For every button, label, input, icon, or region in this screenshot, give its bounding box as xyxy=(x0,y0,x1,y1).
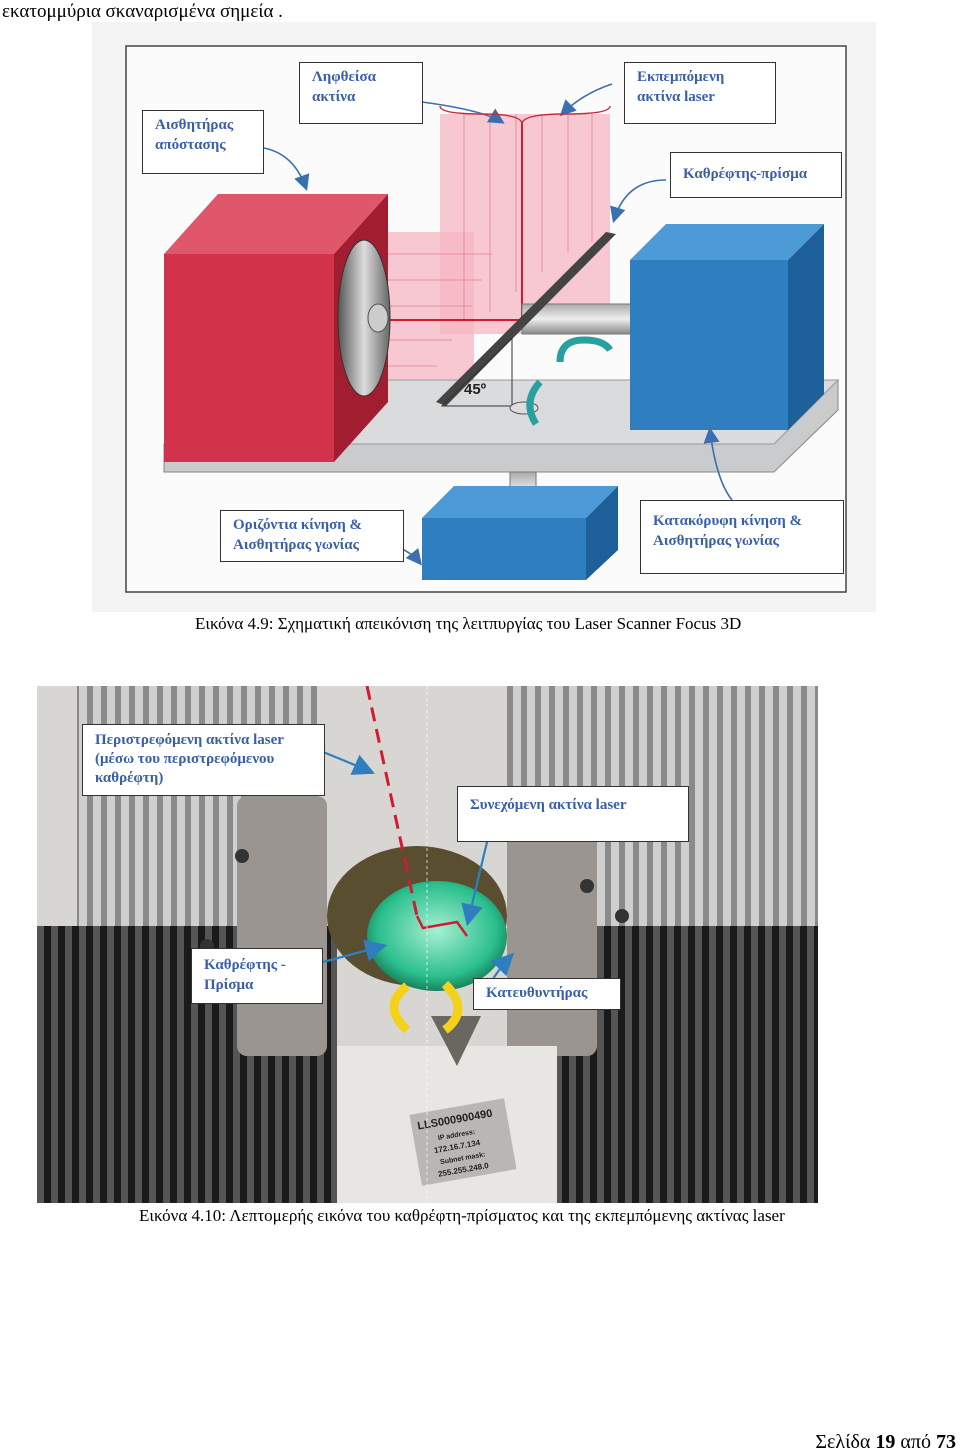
label-line: Περιστρεφόμενη ακτίνα laser xyxy=(95,732,284,748)
angle-label: 45º xyxy=(464,381,487,398)
label-line: Αισθητήρας γωνίας xyxy=(233,537,359,553)
label-line: απόστασης xyxy=(155,137,226,153)
label-line: Κατευθυντήρας xyxy=(486,985,588,1001)
rotation-arrow-lower xyxy=(526,379,543,426)
diagram-svg: 45º xyxy=(125,45,847,593)
page-footer: Σελίδα 19 από 73 xyxy=(815,1430,956,1454)
label-emitted-beam: Εκπεμπόμενη ακτίνα laser xyxy=(624,62,776,124)
director-cone xyxy=(431,1016,481,1066)
continuous-laser-beam xyxy=(415,915,469,937)
figure-4-9-diagram: 45º Αισθητήρ xyxy=(92,22,876,612)
label-line: Καθρέφτης-πρίσμα xyxy=(683,166,808,182)
blue-box-lower xyxy=(422,486,618,580)
label-continuous-laser-beam: Συνεχόμενη ακτίνα laser xyxy=(457,786,689,842)
label-line: Αισθητήρας xyxy=(155,117,234,133)
label-line: (μέσω του περιστρεφόμενου xyxy=(95,751,275,767)
label-mirror-prism: Καθρέφτης - Πρίσμα xyxy=(191,948,323,1004)
top-text-line: εκατομμύρια σκαναρισμένα σημεία . xyxy=(2,1,283,22)
label-rotating-laser-beam: Περιστρεφόμενη ακτίνα laser (μέσω του πε… xyxy=(82,724,325,796)
label-vertical-motion: Κατακόρυφη κίνηση & Αισθητήρας γωνίας xyxy=(640,500,844,574)
label-director: Κατευθυντήρας xyxy=(473,978,621,1010)
figure-4-10-caption: Εικόνα 4.10: Λεπτομερής εικόνα του καθρέ… xyxy=(139,1206,785,1225)
label-line: Κατακόρυφη κίνηση & xyxy=(653,513,802,529)
rotation-arrow-yellow-right xyxy=(441,980,463,1034)
rotating-laser-beam xyxy=(365,686,419,917)
label-mirror-prism: Καθρέφτης-πρίσμα xyxy=(670,152,842,198)
footer-prefix: Σελίδα xyxy=(815,1431,871,1453)
figure-4-9-caption: Εικόνα 4.9: Σχηματική απεικόνιση της λει… xyxy=(195,614,742,633)
label-line: Πρίσμα xyxy=(204,977,254,993)
dark-housing-right xyxy=(557,926,818,1203)
figure-4-10-photo: LLS000900490 IP address: 172.16.7.134 Su… xyxy=(37,686,818,1203)
rotation-arrow-yellow-left xyxy=(389,982,411,1034)
footer-middle: από xyxy=(900,1431,931,1453)
label-distance-sensor: Αισθητήρας απόστασης xyxy=(142,110,264,174)
label-line: ακτίνα laser xyxy=(637,89,715,105)
label-line: Αισθητήρας γωνίας xyxy=(653,533,779,549)
mirror-prism xyxy=(436,232,616,406)
label-line: Συνεχόμενη ακτίνα laser xyxy=(470,797,627,813)
label-received-beam: Ληφθείσα ακτίνα xyxy=(299,62,423,124)
rotation-arrow-upper xyxy=(556,336,613,363)
label-line: Εκπεμπόμενη xyxy=(637,69,725,85)
horizontal-rod xyxy=(521,303,643,335)
footer-current-page: 19 xyxy=(875,1431,896,1453)
label-line: ακτίνα xyxy=(312,89,356,105)
serial-plate xyxy=(409,1098,517,1186)
label-horizontal-motion: Οριζόντια κίνηση & Αισθητήρας γωνίας xyxy=(220,510,404,562)
footer-total-pages: 73 xyxy=(936,1431,956,1453)
label-line: καθρέφτη) xyxy=(95,770,164,786)
blue-box-right xyxy=(630,224,824,430)
lens xyxy=(337,239,391,397)
label-line: Οριζόντια κίνηση & xyxy=(233,517,363,533)
mirror-prism-green xyxy=(367,881,507,991)
label-line: Ληφθείσα xyxy=(312,69,377,85)
label-line: Καθρέφτης - xyxy=(204,957,286,973)
